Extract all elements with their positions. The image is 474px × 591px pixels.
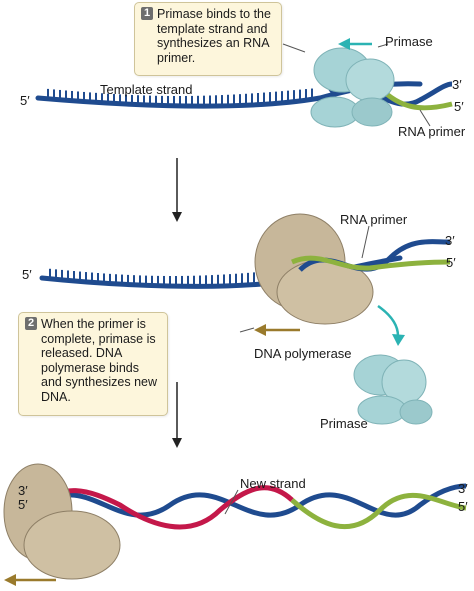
rna-primer-helix-2 xyxy=(291,255,451,271)
callout-2-pointer xyxy=(239,327,255,333)
primer-helix-2 xyxy=(291,239,451,272)
new-strand-label: New strand xyxy=(240,476,306,491)
three-prime-end-3-left: 3′ xyxy=(18,483,28,498)
primase-label-1: Primase xyxy=(385,34,433,49)
step-2-number: 2 xyxy=(25,317,37,330)
polymerase-arrow-2 xyxy=(254,324,300,336)
dna-polymerase-3 xyxy=(3,463,121,580)
three-prime-end-1: 3′ xyxy=(452,77,462,92)
three-prime-end-2: 3′ xyxy=(445,233,455,248)
three-prime-end-3-right: 3′ xyxy=(458,481,468,496)
rna-primer-leader-2 xyxy=(361,225,370,259)
step-1-text: Primase binds to the template strand and… xyxy=(157,7,271,65)
rna-primer-label-2: RNA primer xyxy=(340,212,408,227)
panel-2 xyxy=(39,213,451,425)
five-prime-end-2: 5′ xyxy=(22,267,32,282)
step-1-number: 1 xyxy=(141,7,153,20)
release-arrow xyxy=(377,304,405,346)
primase-label-2: Primase xyxy=(320,416,368,431)
rna-primer-helix-3 xyxy=(290,492,467,530)
callout-1-pointer xyxy=(282,43,306,53)
flow-arrow-1 xyxy=(172,158,182,222)
helix-3 xyxy=(34,483,467,530)
step-2-text: When the primer is complete, primase is … xyxy=(41,317,158,404)
five-prime-end-3-left: 5′ xyxy=(18,497,28,512)
primase-1 xyxy=(310,47,395,128)
new-strand-helix-3 xyxy=(34,485,294,530)
flow-arrow-2 xyxy=(172,382,182,448)
template-teeth-1 xyxy=(47,88,313,106)
dna-polymerase-2 xyxy=(254,213,374,325)
step-2-callout: 2 When the primer is complete, primase i… xyxy=(18,312,168,416)
template-strand-label: Template strand xyxy=(100,82,193,97)
primase-released xyxy=(353,354,433,425)
template-helix-3 xyxy=(38,483,467,518)
rna-primer-leader-1 xyxy=(419,109,431,127)
five-prime-end-1: 5′ xyxy=(20,93,30,108)
dna-polymerase-label: DNA polymerase xyxy=(254,346,352,361)
rna-primer-label-1: RNA primer xyxy=(398,124,466,139)
primase-arrow-1 xyxy=(338,38,372,50)
panel-3 xyxy=(3,463,467,586)
polymerase-arrow-3 xyxy=(4,574,56,586)
five-prime-end-1b: 5′ xyxy=(454,99,464,114)
five-prime-end-3-right: 5′ xyxy=(458,499,468,514)
primase-leader-1 xyxy=(377,43,389,48)
step-1-callout: 1 Primase binds to the template strand a… xyxy=(134,2,282,76)
new-strand-leader-3 xyxy=(224,489,239,515)
five-prime-end-2b: 5′ xyxy=(446,255,456,270)
panel-1 xyxy=(35,38,453,128)
